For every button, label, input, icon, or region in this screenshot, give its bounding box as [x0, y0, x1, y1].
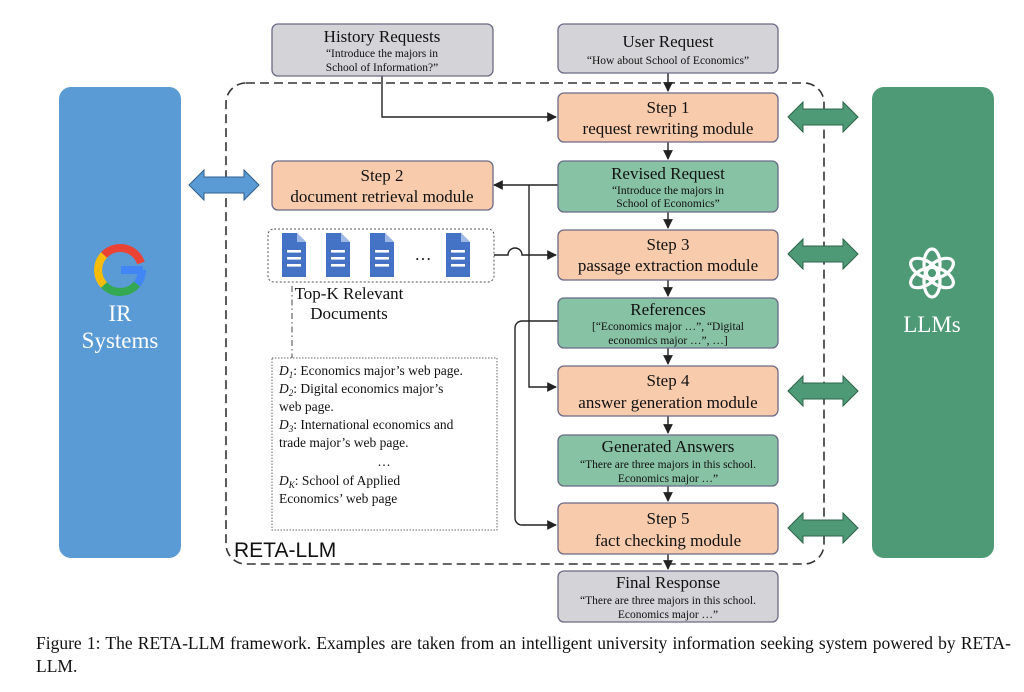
svg-text:“How about School of Economics: “How about School of Economics”	[587, 55, 749, 67]
svg-text:Step 1: Step 1	[647, 98, 690, 117]
svg-text:Step 2: Step 2	[361, 166, 404, 185]
svg-text:Step 5: Step 5	[647, 509, 690, 528]
step3-box: Step 3 passage extraction module	[557, 229, 779, 281]
svg-text:…: …	[377, 454, 391, 469]
svg-text:answer generation module: answer generation module	[578, 393, 757, 412]
svg-text:“There are three majors in thi: “There are three majors in this school.	[580, 595, 756, 607]
svg-text:History Requests: History Requests	[324, 27, 441, 46]
top-k-documents: …	[267, 228, 495, 283]
svg-text:trade major’s web page.: trade major’s web page.	[279, 435, 408, 450]
svg-text:D3: International economics an: D3: International economics and	[278, 417, 454, 434]
svg-text:School of Economics”: School of Economics”	[616, 198, 719, 210]
reta-llm-label: RETA-LLM	[234, 539, 336, 562]
document-list: D1: Economics major’s web page. D2: Digi…	[271, 357, 498, 531]
svg-text:DK: School of Applied: DK: School of Applied	[278, 473, 400, 490]
step4-box: Step 4 answer generation module	[557, 365, 779, 417]
svg-text:Economics major …”: Economics major …”	[618, 609, 718, 621]
llm-double-arrow-step1	[787, 100, 859, 134]
user-request-box: User Request “How about School of Econom…	[557, 23, 779, 74]
svg-text:passage extraction module: passage extraction module	[578, 256, 758, 275]
svg-text:Step 4: Step 4	[647, 371, 690, 390]
document-icon	[326, 233, 350, 277]
svg-text:“Introduce the majors in: “Introduce the majors in	[326, 48, 438, 60]
svg-text:Final Response: Final Response	[616, 573, 720, 592]
ir-label-line1: IR	[109, 301, 133, 326]
svg-text:Economics’ web page: Economics’ web page	[279, 491, 397, 506]
llm-double-arrow-step3	[787, 237, 859, 271]
figure-caption: Figure 1: The RETA-LLM framework. Exampl…	[36, 633, 1011, 676]
svg-text:document retrieval module: document retrieval module	[290, 187, 473, 206]
svg-text:economics major …”, …]: economics major …”, …]	[608, 335, 727, 347]
svg-text:D1: Economics major’s web page: D1: Economics major’s web page.	[278, 363, 463, 380]
docs-label-line2: Documents	[310, 304, 387, 323]
svg-text:User Request: User Request	[622, 32, 713, 51]
step2-box: Step 2 document retrieval module	[271, 160, 494, 211]
svg-text:Generated Answers: Generated Answers	[602, 437, 735, 456]
references-box: References [“Economics major …”, “Digita…	[557, 297, 779, 349]
ir-systems-panel	[59, 87, 181, 558]
svg-text:“There are three majors in thi: “There are three majors in this school.	[580, 459, 756, 471]
llms-panel	[872, 87, 994, 558]
revised-request-box: Revised Request “Introduce the majors in…	[557, 160, 779, 213]
document-icon	[446, 233, 470, 277]
llm-double-arrow-step5	[787, 511, 859, 545]
ir-double-arrow	[188, 168, 260, 202]
google-g-icon	[94, 243, 147, 296]
svg-text:Revised Request: Revised Request	[611, 164, 725, 183]
docs-label-line1: Top-K Relevant	[295, 284, 404, 303]
svg-text:Step 3: Step 3	[647, 235, 690, 254]
svg-text:Economics major …”: Economics major …”	[618, 473, 718, 485]
svg-text:fact checking module: fact checking module	[595, 531, 741, 550]
openai-logo-icon	[909, 247, 955, 299]
svg-text:School of Information?”: School of Information?”	[326, 62, 438, 74]
ir-label-line2: Systems	[82, 328, 159, 353]
svg-text:request rewriting module: request rewriting module	[583, 119, 754, 138]
history-requests-box: History Requests “Introduce the majors i…	[271, 23, 494, 77]
generated-answers-box: Generated Answers “There are three major…	[557, 434, 779, 487]
framework-diagram: RETA-LLM IR Systems LLMs	[59, 23, 994, 623]
svg-text:web page.: web page.	[279, 399, 334, 414]
step1-box: Step 1 request rewriting module	[557, 92, 779, 143]
svg-text:“Introduce the majors in: “Introduce the majors in	[612, 185, 724, 197]
document-icon	[282, 233, 306, 277]
final-response-box: Final Response “There are three majors i…	[557, 570, 779, 623]
svg-text:References: References	[630, 300, 706, 319]
llms-label: LLMs	[903, 312, 961, 337]
document-icon	[370, 233, 394, 277]
svg-text:D2: Digital economics major’s: D2: Digital economics major’s	[278, 381, 443, 398]
svg-text:[“Economics major …”, “Digital: [“Economics major …”, “Digital	[592, 321, 744, 333]
llm-double-arrow-step4	[787, 374, 859, 408]
docs-ellipsis: …	[415, 245, 432, 264]
step5-box: Step 5 fact checking module	[557, 502, 779, 555]
